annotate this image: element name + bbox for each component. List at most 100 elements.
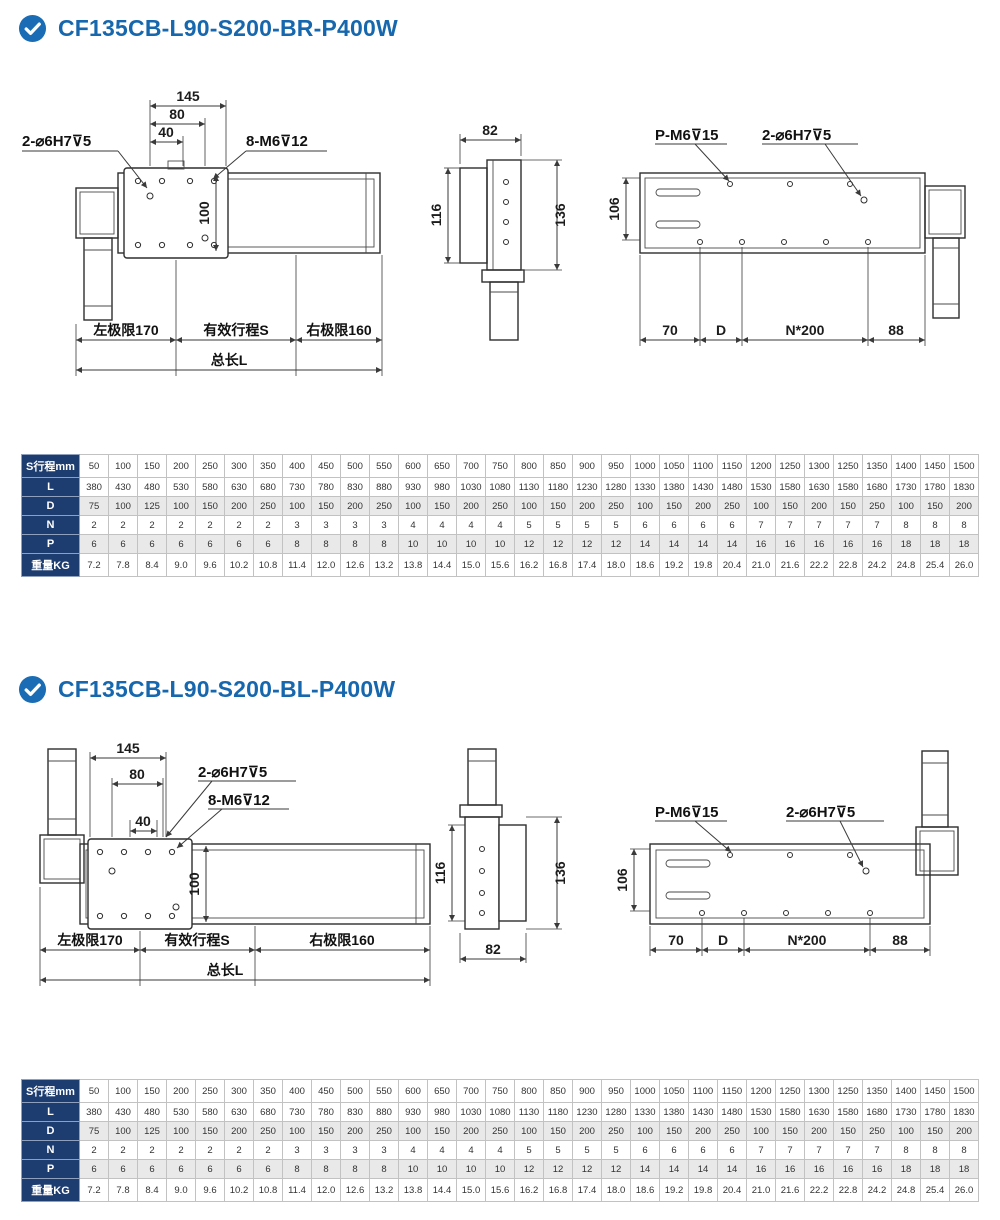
technical-drawing-bl: 145 80 40 2-⌀6H7⊽5 8-M6⊽12 100 左极限170 有效… [39,740,959,986]
table-cell: 100 [746,496,776,516]
table-cell: 1230 [572,1102,602,1122]
table-cell: 9.0 [166,1178,196,1202]
table-cell: 16 [833,1159,863,1179]
dim-145: 145 [176,88,200,104]
check-icon [18,675,47,703]
table-cell: 1150 [717,454,747,478]
table-cell: 250 [601,496,631,516]
table-cell: 7 [746,515,776,535]
dim-82: 82 [482,122,498,138]
table-cell: 15.0 [456,553,486,577]
table-cell: 1430 [688,477,718,497]
table-cell: 3 [369,515,399,535]
end-view-br: 82 116 136 [428,122,568,341]
rail-body [79,843,431,925]
table-cell: 10.8 [253,553,283,577]
motor-right-up [915,750,959,876]
table-cell: 75 [79,1121,109,1141]
rear-view-br: P-M6⊽15 2-⌀6H7⊽5 106 70 D N*200 88 [606,127,966,346]
table-cell: 100 [108,496,138,516]
table-cell: 25.4 [920,553,950,577]
table-cell: 1250 [833,454,863,478]
table-cell: 14 [717,1159,747,1179]
table-cell: 8 [891,515,921,535]
table-cell: 15.0 [456,1178,486,1202]
table-cell: 1380 [659,1102,689,1122]
table-cell: 8.4 [137,553,167,577]
table-cell: 22.8 [833,553,863,577]
table-cell: 8 [340,1159,370,1179]
label-pm6: P-M6⊽15 [655,127,719,144]
table-cell: 880 [369,477,399,497]
dim-80: 80 [169,106,185,122]
table-cell: 26.0 [949,1178,979,1202]
table-cell: 100 [108,1079,138,1103]
table-cell: 20.4 [717,553,747,577]
table-cell: 10 [398,534,428,554]
table-cell: 2 [166,1140,196,1160]
table-cell: 830 [340,1102,370,1122]
table-cell: 8 [369,534,399,554]
table-cell: 18 [891,1159,921,1179]
table-cell: 7 [775,1140,805,1160]
table-cell: 10 [427,1159,457,1179]
table-cell: 10.8 [253,1178,283,1202]
table-cell: 7.2 [79,553,109,577]
table-cell: 18 [891,534,921,554]
table-cell: 700 [456,1079,486,1103]
table-cell: 4 [485,1140,515,1160]
carriage-section [498,824,527,922]
table-cell: 200 [949,496,979,516]
table-cell: 7 [804,1140,834,1160]
table-cell: 5 [514,1140,544,1160]
table-cell: 10 [456,1159,486,1179]
table-cell: 12.0 [311,1178,341,1202]
table-cell: 16 [804,534,834,554]
table-cell: 3 [282,515,312,535]
table-cell: 150 [195,1121,225,1141]
table-cell: 18 [920,534,950,554]
table-cell: 8 [311,1159,341,1179]
dim-116: 116 [428,203,444,226]
table-cell: 24.8 [891,553,921,577]
table-cell: 14.4 [427,1178,457,1202]
table-cell: 850 [543,454,573,478]
table-cell: 12 [543,1159,573,1179]
table-cell: 480 [137,477,167,497]
table-cell: 150 [137,1079,167,1103]
table-cell: 16.2 [514,1178,544,1202]
table-cell: 8 [282,534,312,554]
table-cell: 9.0 [166,553,196,577]
table-cell: 7 [833,1140,863,1160]
table-cell: 17.4 [572,553,602,577]
table-cell: 250 [253,1121,283,1141]
table-cell: 1300 [804,1079,834,1103]
table-cell: 100 [630,496,660,516]
table-cell: 1100 [688,1079,718,1103]
row-header: P [21,1159,80,1179]
table-cell: 550 [369,1079,399,1103]
table-cell: 4 [485,515,515,535]
table-cell: 25.4 [920,1178,950,1202]
table-cell: 8.4 [137,1178,167,1202]
dim-right-limit: 右极限160 [305,322,372,338]
table-cell: 830 [340,477,370,497]
table-cell: 980 [427,1102,457,1122]
table-cell: 1150 [717,1079,747,1103]
table-cell: 150 [311,1121,341,1141]
table-cell: 6 [688,1140,718,1160]
table-cell: 12 [514,1159,544,1179]
table-cell: 7.8 [108,1178,138,1202]
dim-40: 40 [158,124,174,140]
table-cell: 4 [398,515,428,535]
table-cell: 780 [311,1102,341,1122]
table-cell: 6 [688,515,718,535]
row-header: L [21,477,80,497]
table-cell: 6 [108,534,138,554]
table-cell: 10 [485,534,515,554]
table-cell: 12 [543,534,573,554]
table-cell: 2 [195,515,225,535]
table-cell: 500 [340,1079,370,1103]
